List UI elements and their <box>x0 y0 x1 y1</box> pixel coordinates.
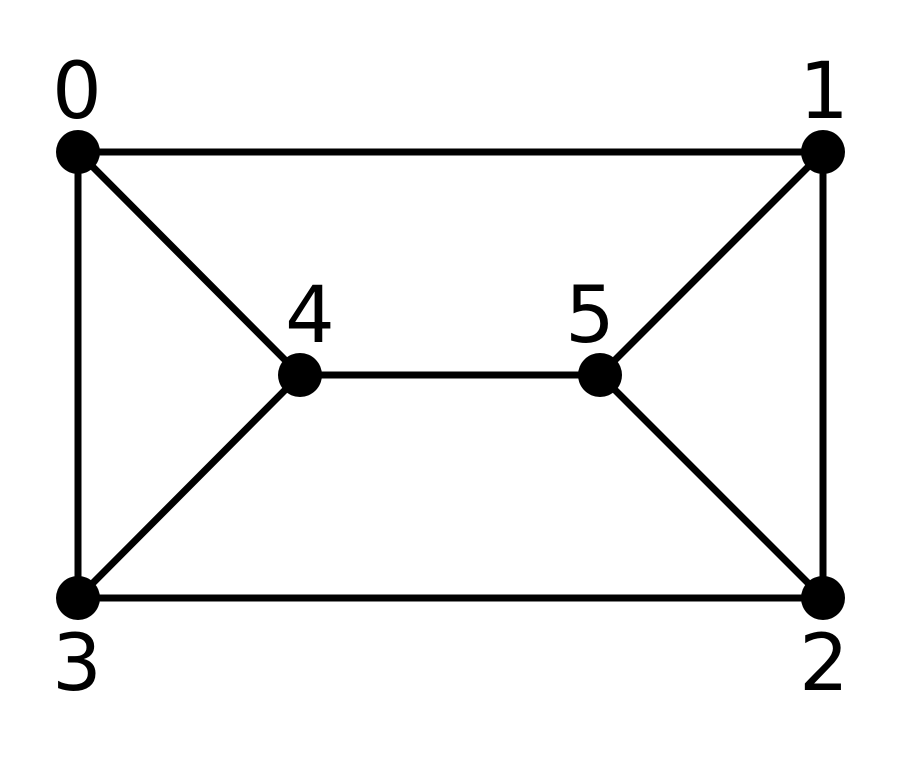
node-label-3: 3 <box>52 619 102 709</box>
node-2 <box>801 576 845 620</box>
edges-layer <box>74 148 827 602</box>
edge-2-5 <box>596 371 827 602</box>
node-5 <box>578 353 622 397</box>
edge-3-4 <box>74 371 304 602</box>
node-label-5: 5 <box>565 271 615 361</box>
node-4 <box>278 353 322 397</box>
labels-layer: 0 1 2 3 4 5 <box>52 47 849 709</box>
node-1 <box>801 130 845 174</box>
nodes-layer <box>56 130 845 620</box>
node-0 <box>56 130 100 174</box>
edge-1-5 <box>596 148 827 379</box>
edge-0-4 <box>74 148 304 379</box>
node-label-0: 0 <box>52 47 102 137</box>
node-3 <box>56 576 100 620</box>
node-label-4: 4 <box>285 271 335 361</box>
node-label-1: 1 <box>799 47 849 137</box>
node-label-2: 2 <box>799 619 849 709</box>
